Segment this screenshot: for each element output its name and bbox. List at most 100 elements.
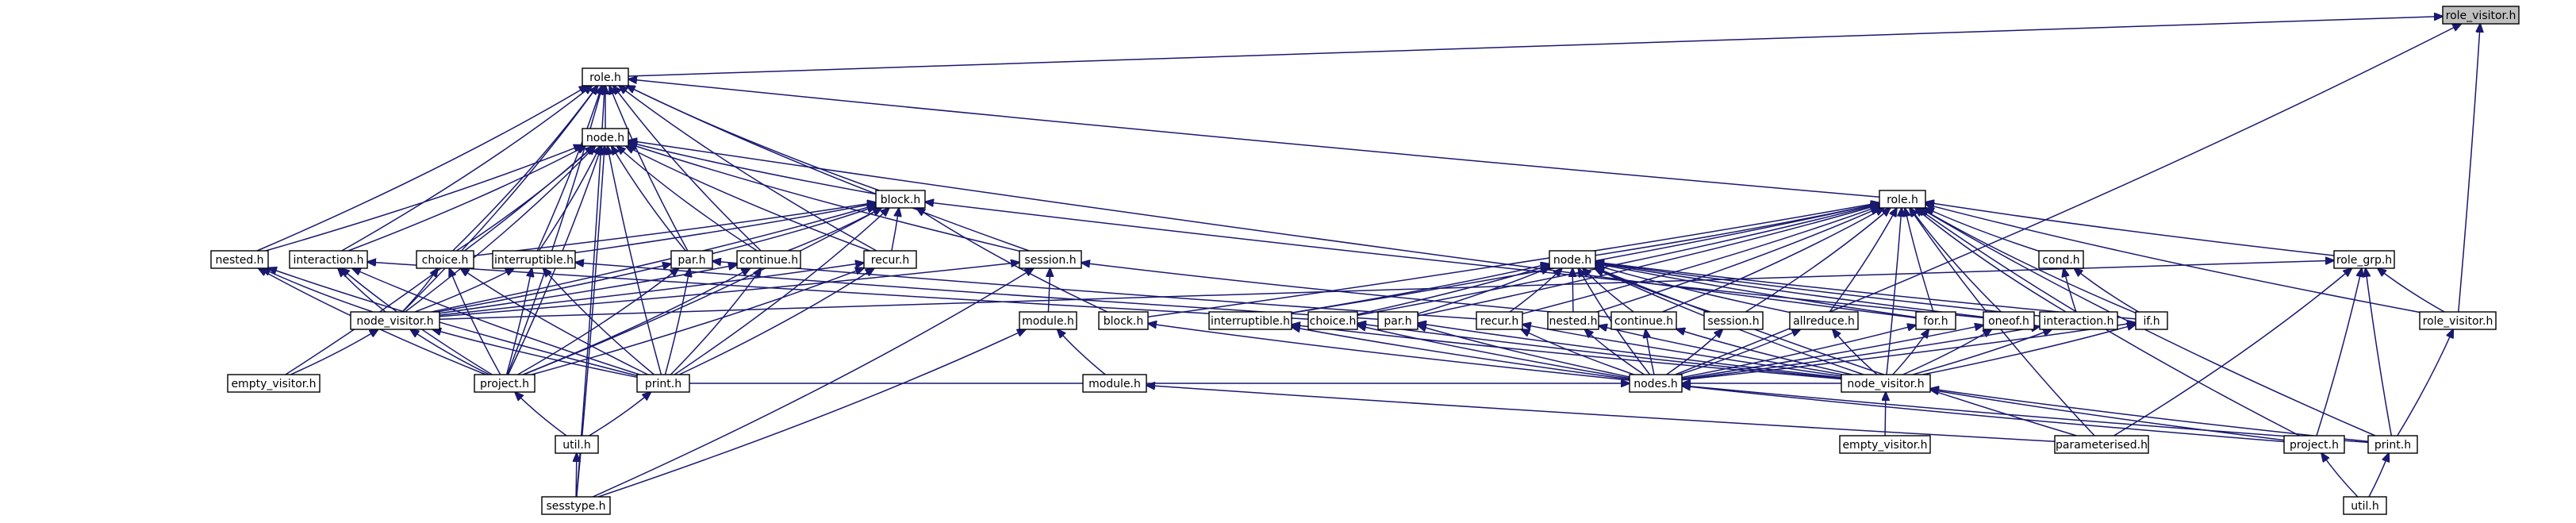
node-interaction2[interactable]: interaction.h: [2039, 311, 2118, 330]
node-label: recur.h: [1480, 315, 1518, 328]
edge-interaction2-includes-cond: [2063, 268, 2077, 313]
node-label: module.h: [1088, 378, 1141, 390]
edge-continue1-includes-role1: [613, 86, 762, 252]
edge-role2-includes-role1: [628, 79, 1880, 198]
node-empty-visitor1[interactable]: empty_visitor.h: [227, 374, 321, 393]
node-label: role_visitor.h: [2446, 10, 2516, 22]
edge-project2-includes-role_grp: [2316, 268, 2362, 436]
edge-cond-includes-role2: [1925, 208, 2040, 252]
node-continue2[interactable]: continue.h: [1610, 311, 1677, 330]
node-box: [1915, 311, 1956, 330]
node-interruptible1[interactable]: interruptible.h: [492, 250, 576, 269]
node-project1[interactable]: project.h: [474, 374, 536, 393]
node-node1[interactable]: node.h: [582, 128, 629, 147]
edge-par2-includes-role2: [1417, 205, 1879, 317]
edge-print1-includes-par1: [664, 268, 690, 375]
node-session1[interactable]: session.h: [1019, 250, 1082, 269]
edge-allreduce-includes-role2: [1829, 208, 1897, 313]
edge-sesstype-includes-session1: [592, 268, 1034, 498]
node-box: [2333, 250, 2395, 269]
node-print2[interactable]: print.h: [2367, 435, 2418, 454]
node-box: [2054, 435, 2149, 454]
node-for[interactable]: for.h: [1915, 311, 1956, 330]
edge-print1-includes-node1: [608, 146, 662, 375]
edge-util2-includes-project2: [2321, 453, 2359, 498]
node-box: [2367, 435, 2418, 454]
edge-util2-includes-print2: [2368, 453, 2389, 498]
node-label: empty_visitor.h: [231, 378, 316, 390]
node-box: [1377, 311, 1419, 330]
node-sesstype[interactable]: sesstype.h: [541, 496, 611, 515]
edge-print1-includes-recur1: [678, 268, 874, 375]
edge-block1-includes-node1: [628, 142, 877, 195]
node-role-visitor-top[interactable]: role_visitor.h: [2442, 6, 2520, 25]
edge-for-includes-node1: [628, 140, 1917, 319]
edge-continue2-includes-node2: [1583, 268, 1634, 313]
node-box: [2419, 311, 2497, 330]
node-par2[interactable]: par.h: [1377, 311, 1419, 330]
node-project2[interactable]: project.h: [2283, 435, 2345, 454]
edge-empty_visitor1-includes-node_visitor1: [290, 329, 378, 375]
edge-interruptible1-includes-block1: [574, 203, 876, 254]
edge-interruptible2-includes-role2: [1291, 203, 1879, 314]
edge-node_visitor2-includes-choice2: [1357, 324, 1842, 379]
node-nodes[interactable]: nodes.h: [1629, 374, 1683, 393]
node-box: [541, 496, 611, 515]
node-continue1[interactable]: continue.h: [736, 250, 801, 269]
edge-print2-includes-node_visitor2: [1930, 389, 2369, 443]
node-box: [1610, 311, 1677, 330]
node-block2[interactable]: block.h: [1098, 311, 1149, 330]
node-oneof[interactable]: oneof.h: [1983, 311, 2035, 330]
node-node-visitor2[interactable]: node_visitor.h: [1841, 374, 1931, 393]
node-node-visitor1[interactable]: node_visitor.h: [350, 311, 440, 330]
edge-node_visitor1-includes-recur1: [439, 263, 864, 316]
node-choice2[interactable]: choice.h: [1307, 311, 1358, 330]
edge-session1-includes-node1: [628, 144, 1020, 252]
node-module1[interactable]: module.h: [1019, 311, 1077, 330]
node-util2[interactable]: util.h: [2343, 496, 2387, 515]
node-recur2[interactable]: recur.h: [1476, 311, 1523, 330]
node-empty-visitor2[interactable]: empty_visitor.h: [1839, 435, 1931, 454]
node-interruptible2[interactable]: interruptible.h: [1208, 311, 1292, 330]
edge-if-includes-cond: [2074, 268, 2140, 313]
node-role2[interactable]: role.h: [1879, 190, 1926, 209]
node-box: [1307, 311, 1358, 330]
node-cond[interactable]: cond.h: [2038, 250, 2084, 269]
node-role-visitor2[interactable]: role_visitor.h: [2419, 311, 2497, 330]
node-allreduce[interactable]: allreduce.h: [1789, 311, 1859, 330]
node-parameterised[interactable]: parameterised.h: [2054, 435, 2149, 454]
node-label: session.h: [1024, 254, 1076, 267]
node-label: par.h: [1384, 315, 1411, 328]
node-nested1[interactable]: nested.h: [210, 250, 269, 269]
edge-node_visitor1-includes-nested1: [262, 268, 374, 313]
edge-recur2-includes-role2: [1522, 206, 1879, 315]
edge-role_visitor2-includes-role_visitor_top: [2458, 24, 2480, 313]
node-label: nested.h: [1549, 315, 1597, 328]
node-choice1[interactable]: choice.h: [416, 250, 474, 269]
node-role-grp[interactable]: role_grp.h: [2333, 250, 2395, 269]
edge-choice1-includes-role1: [452, 86, 598, 252]
node-block1[interactable]: block.h: [875, 190, 926, 209]
edge-node_visitor2-includes-continue2: [1676, 329, 1852, 375]
edge-recur1-includes-role1: [619, 86, 877, 252]
node-label: interruptible.h: [494, 254, 574, 267]
edge-print2-includes-role_grp: [2366, 268, 2393, 436]
node-label: node_visitor.h: [1847, 378, 1924, 390]
node-recur1[interactable]: recur.h: [863, 250, 917, 269]
node-box: [582, 67, 629, 87]
node-nested2[interactable]: nested.h: [1547, 311, 1599, 330]
node-label: role.h: [1887, 194, 1918, 206]
node-node2[interactable]: node.h: [1549, 250, 1596, 269]
node-role1[interactable]: role.h: [582, 67, 629, 87]
edge-oneof-includes-role2: [1910, 208, 2002, 313]
node-par1[interactable]: par.h: [670, 250, 713, 269]
node-interaction1[interactable]: interaction.h: [289, 250, 368, 269]
node-label: util.h: [2351, 500, 2378, 513]
node-session2[interactable]: session.h: [1703, 311, 1764, 330]
node-box: [2343, 496, 2387, 515]
node-module2[interactable]: module.h: [1082, 374, 1147, 393]
node-box: [1547, 311, 1599, 330]
node-util1[interactable]: util.h: [555, 435, 599, 454]
node-if[interactable]: if.h: [2135, 311, 2168, 330]
node-print1[interactable]: print.h: [636, 374, 690, 393]
